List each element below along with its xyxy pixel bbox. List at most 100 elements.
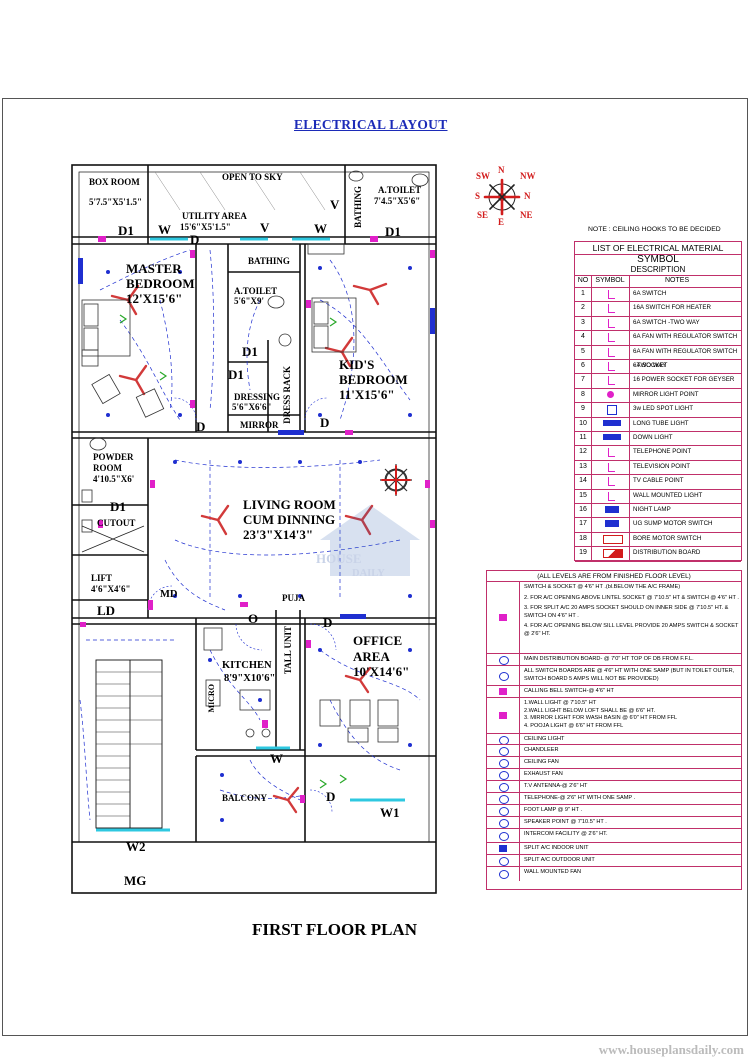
label-tall-unit: TALL UNIT bbox=[283, 626, 293, 675]
mark-v: V bbox=[260, 220, 270, 235]
level-row: SPLIT A/C INDOOR UNIT bbox=[487, 842, 741, 855]
level-row-text: EXHAUST FAN bbox=[524, 771, 563, 777]
label-powder-dim: 4'10.5"X6' bbox=[93, 474, 135, 484]
level-row: ALL SWITCH BOARDS ARE @ 4'6" HT WITH ONE… bbox=[487, 665, 741, 686]
label-office-2: AREA bbox=[353, 649, 390, 664]
level-table-caption: (ALL LEVELS ARE FROM FINISHED FLOOR LEVE… bbox=[537, 573, 691, 580]
label-master-dim: 12'X15'6" bbox=[126, 291, 183, 306]
level-row: EXHAUST FAN bbox=[487, 768, 741, 781]
material-row-note: MIRROR LIGHT POINT bbox=[633, 390, 699, 398]
mark-d1: D1 bbox=[228, 367, 244, 382]
label-living-2: CUM DINNING bbox=[243, 512, 336, 527]
material-row-note: UG SUMP MOTOR SWITCH bbox=[633, 520, 713, 528]
mark-d: D bbox=[190, 232, 200, 247]
label-mg: MG bbox=[124, 873, 147, 888]
label-master: MASTER bbox=[126, 261, 182, 276]
header-notes: NOTES bbox=[665, 277, 690, 284]
level-row-symbol-icon bbox=[487, 805, 520, 817]
material-row-no: 14 bbox=[575, 474, 592, 489]
label-a-toilet-mid-dim: 5'6"X9' bbox=[234, 296, 264, 306]
plan-title: FIRST FLOOR PLAN bbox=[252, 920, 417, 939]
mark-d: D bbox=[320, 415, 330, 430]
mark-d: D bbox=[326, 789, 336, 804]
material-row-note: BORE MOTOR SWITCH bbox=[633, 534, 702, 542]
drawing-sheet bbox=[2, 98, 748, 1036]
watermark-url: www.houseplansdaily.com bbox=[598, 1042, 744, 1057]
level-row-symbol-icon bbox=[487, 843, 520, 855]
label-utility-dim: 15'6"X5'1.5" bbox=[180, 222, 231, 232]
material-row-note: 16A SWITCH FOR HEATER bbox=[633, 304, 711, 312]
label-md: MD bbox=[160, 589, 178, 600]
material-row-no: 12 bbox=[575, 445, 592, 460]
sw2-symbol-icon bbox=[591, 301, 630, 316]
level-row: CHANDLEER bbox=[487, 744, 741, 757]
material-row-note: 6A SOCKET bbox=[633, 362, 668, 369]
level-row-text: CHANDLEER bbox=[524, 747, 559, 753]
label-a-toilet-top: A.TOILET bbox=[378, 185, 422, 195]
label-cutout: CUTOUT bbox=[97, 518, 136, 528]
material-row-no: 8 bbox=[575, 387, 592, 403]
mark-d: D bbox=[323, 615, 333, 630]
mark-d1: D1 bbox=[385, 224, 401, 239]
level-row-text: 3. MIRROR LIGHT FOR WASH BASIN @ 6'0" HT… bbox=[524, 715, 678, 722]
level-row-text: FOOT LAMP @ 9" HT . bbox=[524, 807, 583, 813]
compass-e: N bbox=[524, 191, 531, 201]
fan2-symbol-icon bbox=[591, 344, 630, 359]
label-office-dim: 10'X14'6" bbox=[353, 664, 410, 679]
material-row-no: 19 bbox=[575, 546, 592, 561]
gey-symbol-icon bbox=[591, 373, 630, 388]
label-w2: W2 bbox=[126, 839, 146, 854]
level-row: WALL MOUNTED FAN bbox=[487, 866, 741, 881]
level-row-symbol-icon bbox=[487, 582, 520, 654]
watermark-daily: DAILY bbox=[352, 568, 385, 579]
compass-w: S bbox=[475, 191, 481, 201]
label-micro: MICRO bbox=[207, 684, 216, 713]
material-row: 18 BORE MOTOR SWITCH bbox=[575, 531, 741, 548]
material-row-no: 11 bbox=[575, 431, 592, 446]
level-row-text: 2. FOR A/C OPENING ABOVE LINTEL SOCKET @… bbox=[524, 594, 739, 601]
level-row: CALLING BELL SWITCH-@ 4'6" HT bbox=[487, 685, 741, 698]
mark-w: W bbox=[314, 221, 327, 236]
material-row-note: TELEVISION POINT bbox=[633, 462, 691, 470]
label-a-toilet-top-dim: 7'4.5"X5'6" bbox=[374, 196, 421, 206]
mir-symbol-icon bbox=[591, 387, 630, 403]
material-table-header-row: NO SYMBOL NOTES bbox=[575, 275, 741, 288]
mark-w: W bbox=[270, 751, 283, 766]
bore-symbol-icon bbox=[591, 531, 630, 547]
label-box-room-dim: 5'7.5"X5'1.5" bbox=[89, 197, 142, 207]
label-kids-dim: 11'X15'6" bbox=[339, 387, 395, 402]
material-row-no: 5 bbox=[575, 344, 592, 359]
material-table-description: DESCRIPTION bbox=[575, 265, 741, 276]
level-row-text: MAIN DISTRIBUTION BOARD- @ 7'0" HT TOP O… bbox=[524, 656, 694, 662]
level-row-text: SPLIT A/C INDOOR UNIT bbox=[524, 845, 589, 851]
material-table-title: LIST OF ELECTRICAL MATERIAL bbox=[575, 242, 741, 255]
label-box-room: BOX ROOM bbox=[89, 177, 140, 187]
material-row-no: 10 bbox=[575, 416, 592, 431]
material-row-no: 7 bbox=[575, 373, 592, 388]
night-symbol-icon bbox=[591, 503, 630, 518]
level-row-text: CALLING BELL SWITCH-@ 4'6" HT bbox=[524, 688, 614, 694]
compass-s: E bbox=[498, 217, 505, 227]
label-a-toilet-mid: A.TOILET bbox=[234, 286, 278, 296]
mark-v: V bbox=[330, 197, 340, 212]
level-row-text: SPLIT A/C OUTDOOR UNIT bbox=[524, 857, 595, 863]
level-row-symbol-icon bbox=[487, 654, 520, 666]
material-row-note: TV CABLE POINT bbox=[633, 477, 684, 485]
tv-symbol-icon bbox=[591, 459, 630, 475]
level-row-text: T.V ANTENNA-@ 2'6" HT bbox=[524, 783, 588, 789]
label-kids: KID'S bbox=[339, 357, 375, 372]
level-row-symbol-icon bbox=[487, 757, 520, 769]
ug-symbol-icon bbox=[591, 517, 630, 532]
level-row-symbol-icon bbox=[487, 855, 520, 867]
material-row-no: 18 bbox=[575, 531, 592, 547]
mark-d1: D1 bbox=[110, 499, 126, 514]
cab-symbol-icon bbox=[591, 474, 630, 489]
